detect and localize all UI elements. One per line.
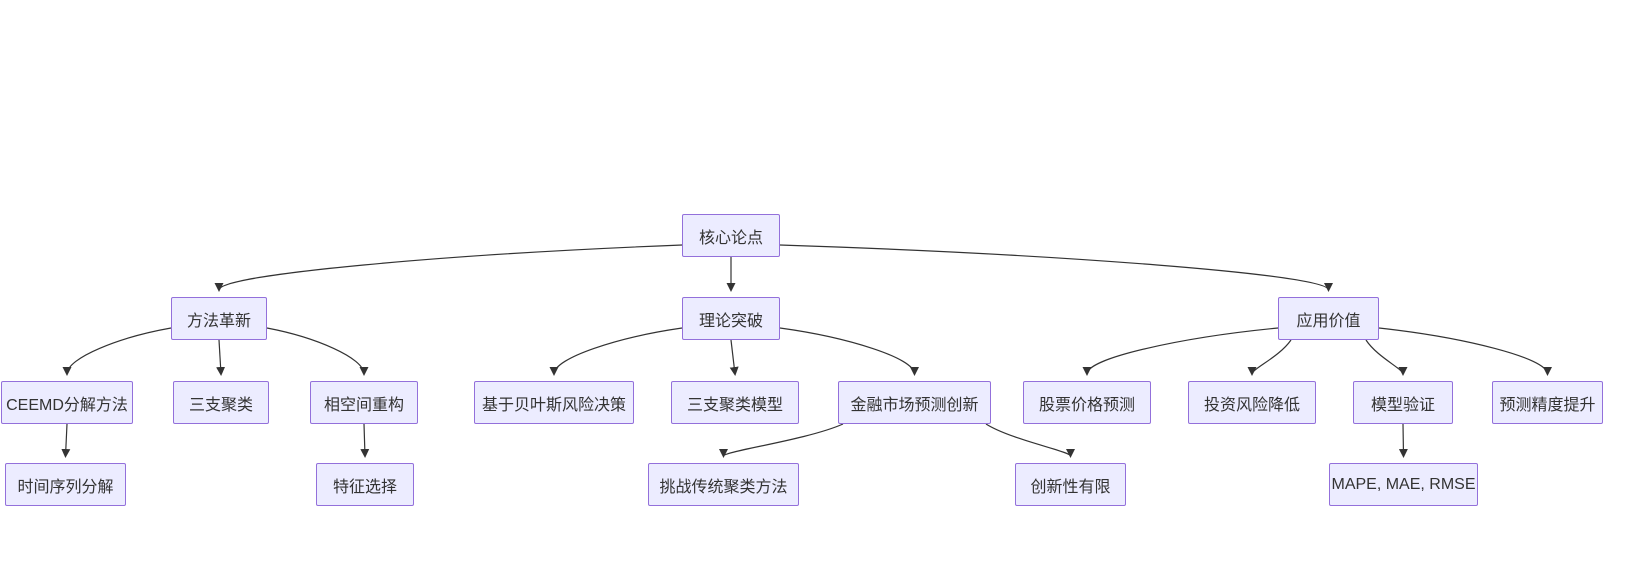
- node-limited-novelty: 创新性有限: [1015, 463, 1126, 506]
- node-label: CEEMD分解方法: [6, 396, 128, 414]
- edge-application-value--investment-risk-reduction: [1247, 339, 1292, 376]
- node-label: 基于贝叶斯风险决策: [481, 396, 626, 414]
- node-three-way-clustering-model: 三支聚类模型: [671, 381, 799, 424]
- edge-application-value--forecast-accuracy-improvement: [1378, 327, 1552, 376]
- node-investment-risk-reduction: 投资风险降低: [1188, 381, 1316, 424]
- edge-method-innovation--phase-space-reconstruction: [266, 327, 369, 376]
- node-label: 核心论点: [698, 229, 763, 247]
- node-label: 金融市场预测创新: [850, 396, 979, 414]
- node-label: 应用价值: [1296, 312, 1361, 330]
- node-theory-breakthrough: 理论突破: [682, 297, 780, 340]
- node-core-thesis: 核心论点: [682, 214, 780, 257]
- edge-phase-space-reconstruction--feature-selection: [360, 423, 370, 458]
- edge-theory-breakthrough--three-way-clustering-model: [729, 339, 739, 376]
- edge-application-value--stock-price-prediction: [1082, 327, 1279, 376]
- node-label: 三支聚类模型: [686, 396, 783, 414]
- node-mape-mae-rmse: MAPE, MAE, RMSE: [1329, 463, 1478, 506]
- node-challenge-traditional-clustering: 挑战传统聚类方法: [648, 463, 799, 506]
- node-application-value: 应用价值: [1278, 297, 1379, 340]
- edge-application-value--model-validation: [1365, 339, 1408, 376]
- node-label: 三支聚类: [188, 396, 253, 414]
- edge-ceemd-decomposition-method--time-series-decomposition: [61, 423, 71, 458]
- node-financial-market-forecast-innovation: 金融市场预测创新: [838, 381, 991, 424]
- edge-theory-breakthrough--bayesian-risk-decision: [549, 327, 683, 376]
- edge-method-innovation--three-way-clustering: [216, 339, 226, 376]
- node-label: 理论突破: [698, 312, 763, 330]
- node-label: 挑战传统聚类方法: [659, 478, 788, 496]
- edge-financial-market-forecast-innovation--challenge-traditional-clustering: [719, 423, 844, 458]
- node-phase-space-reconstruction: 相空间重构: [310, 381, 418, 424]
- edge-method-innovation--ceemd-decomposition-method: [62, 327, 172, 376]
- edge-theory-breakthrough--financial-market-forecast-innovation: [779, 327, 919, 376]
- node-label: MAPE, MAE, RMSE: [1331, 475, 1476, 493]
- node-label: 投资风险降低: [1203, 396, 1300, 414]
- node-label: 创新性有限: [1030, 478, 1111, 496]
- node-label: 预测精度提升: [1499, 396, 1596, 414]
- node-label: 时间序列分解: [17, 478, 114, 496]
- node-feature-selection: 特征选择: [316, 463, 414, 506]
- edge-model-validation--mape-mae-rmse: [1398, 423, 1408, 458]
- node-label: 特征选择: [332, 478, 397, 496]
- edge-core-thesis--application-value: [779, 244, 1333, 292]
- node-model-validation: 模型验证: [1353, 381, 1453, 424]
- node-stock-price-prediction: 股票价格预测: [1023, 381, 1151, 424]
- node-three-way-clustering: 三支聚类: [173, 381, 269, 424]
- node-method-innovation: 方法革新: [171, 297, 267, 340]
- node-ceemd-decomposition-method: CEEMD分解方法: [1, 381, 133, 424]
- node-forecast-accuracy-improvement: 预测精度提升: [1492, 381, 1603, 424]
- edge-financial-market-forecast-innovation--limited-novelty: [985, 423, 1075, 458]
- node-time-series-decomposition: 时间序列分解: [5, 463, 126, 506]
- edges-group: [61, 244, 1552, 458]
- edge-core-thesis--method-innovation: [214, 244, 683, 292]
- node-label: 模型验证: [1370, 396, 1435, 414]
- node-label: 相空间重构: [323, 396, 404, 414]
- node-label: 股票价格预测: [1038, 396, 1135, 414]
- node-bayesian-risk-decision: 基于贝叶斯风险决策: [474, 381, 634, 424]
- node-label: 方法革新: [186, 312, 251, 330]
